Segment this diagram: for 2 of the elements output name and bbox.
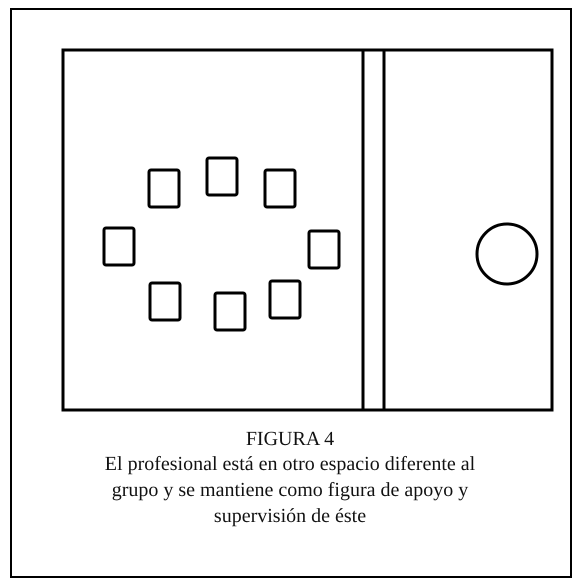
figure-title: FIGURA 4 — [244, 427, 336, 452]
figure-caption: El profesional está en otro espacio diferente al grupo y se mantiene como figura de apoyo y supervisión de éste — [104, 452, 476, 529]
